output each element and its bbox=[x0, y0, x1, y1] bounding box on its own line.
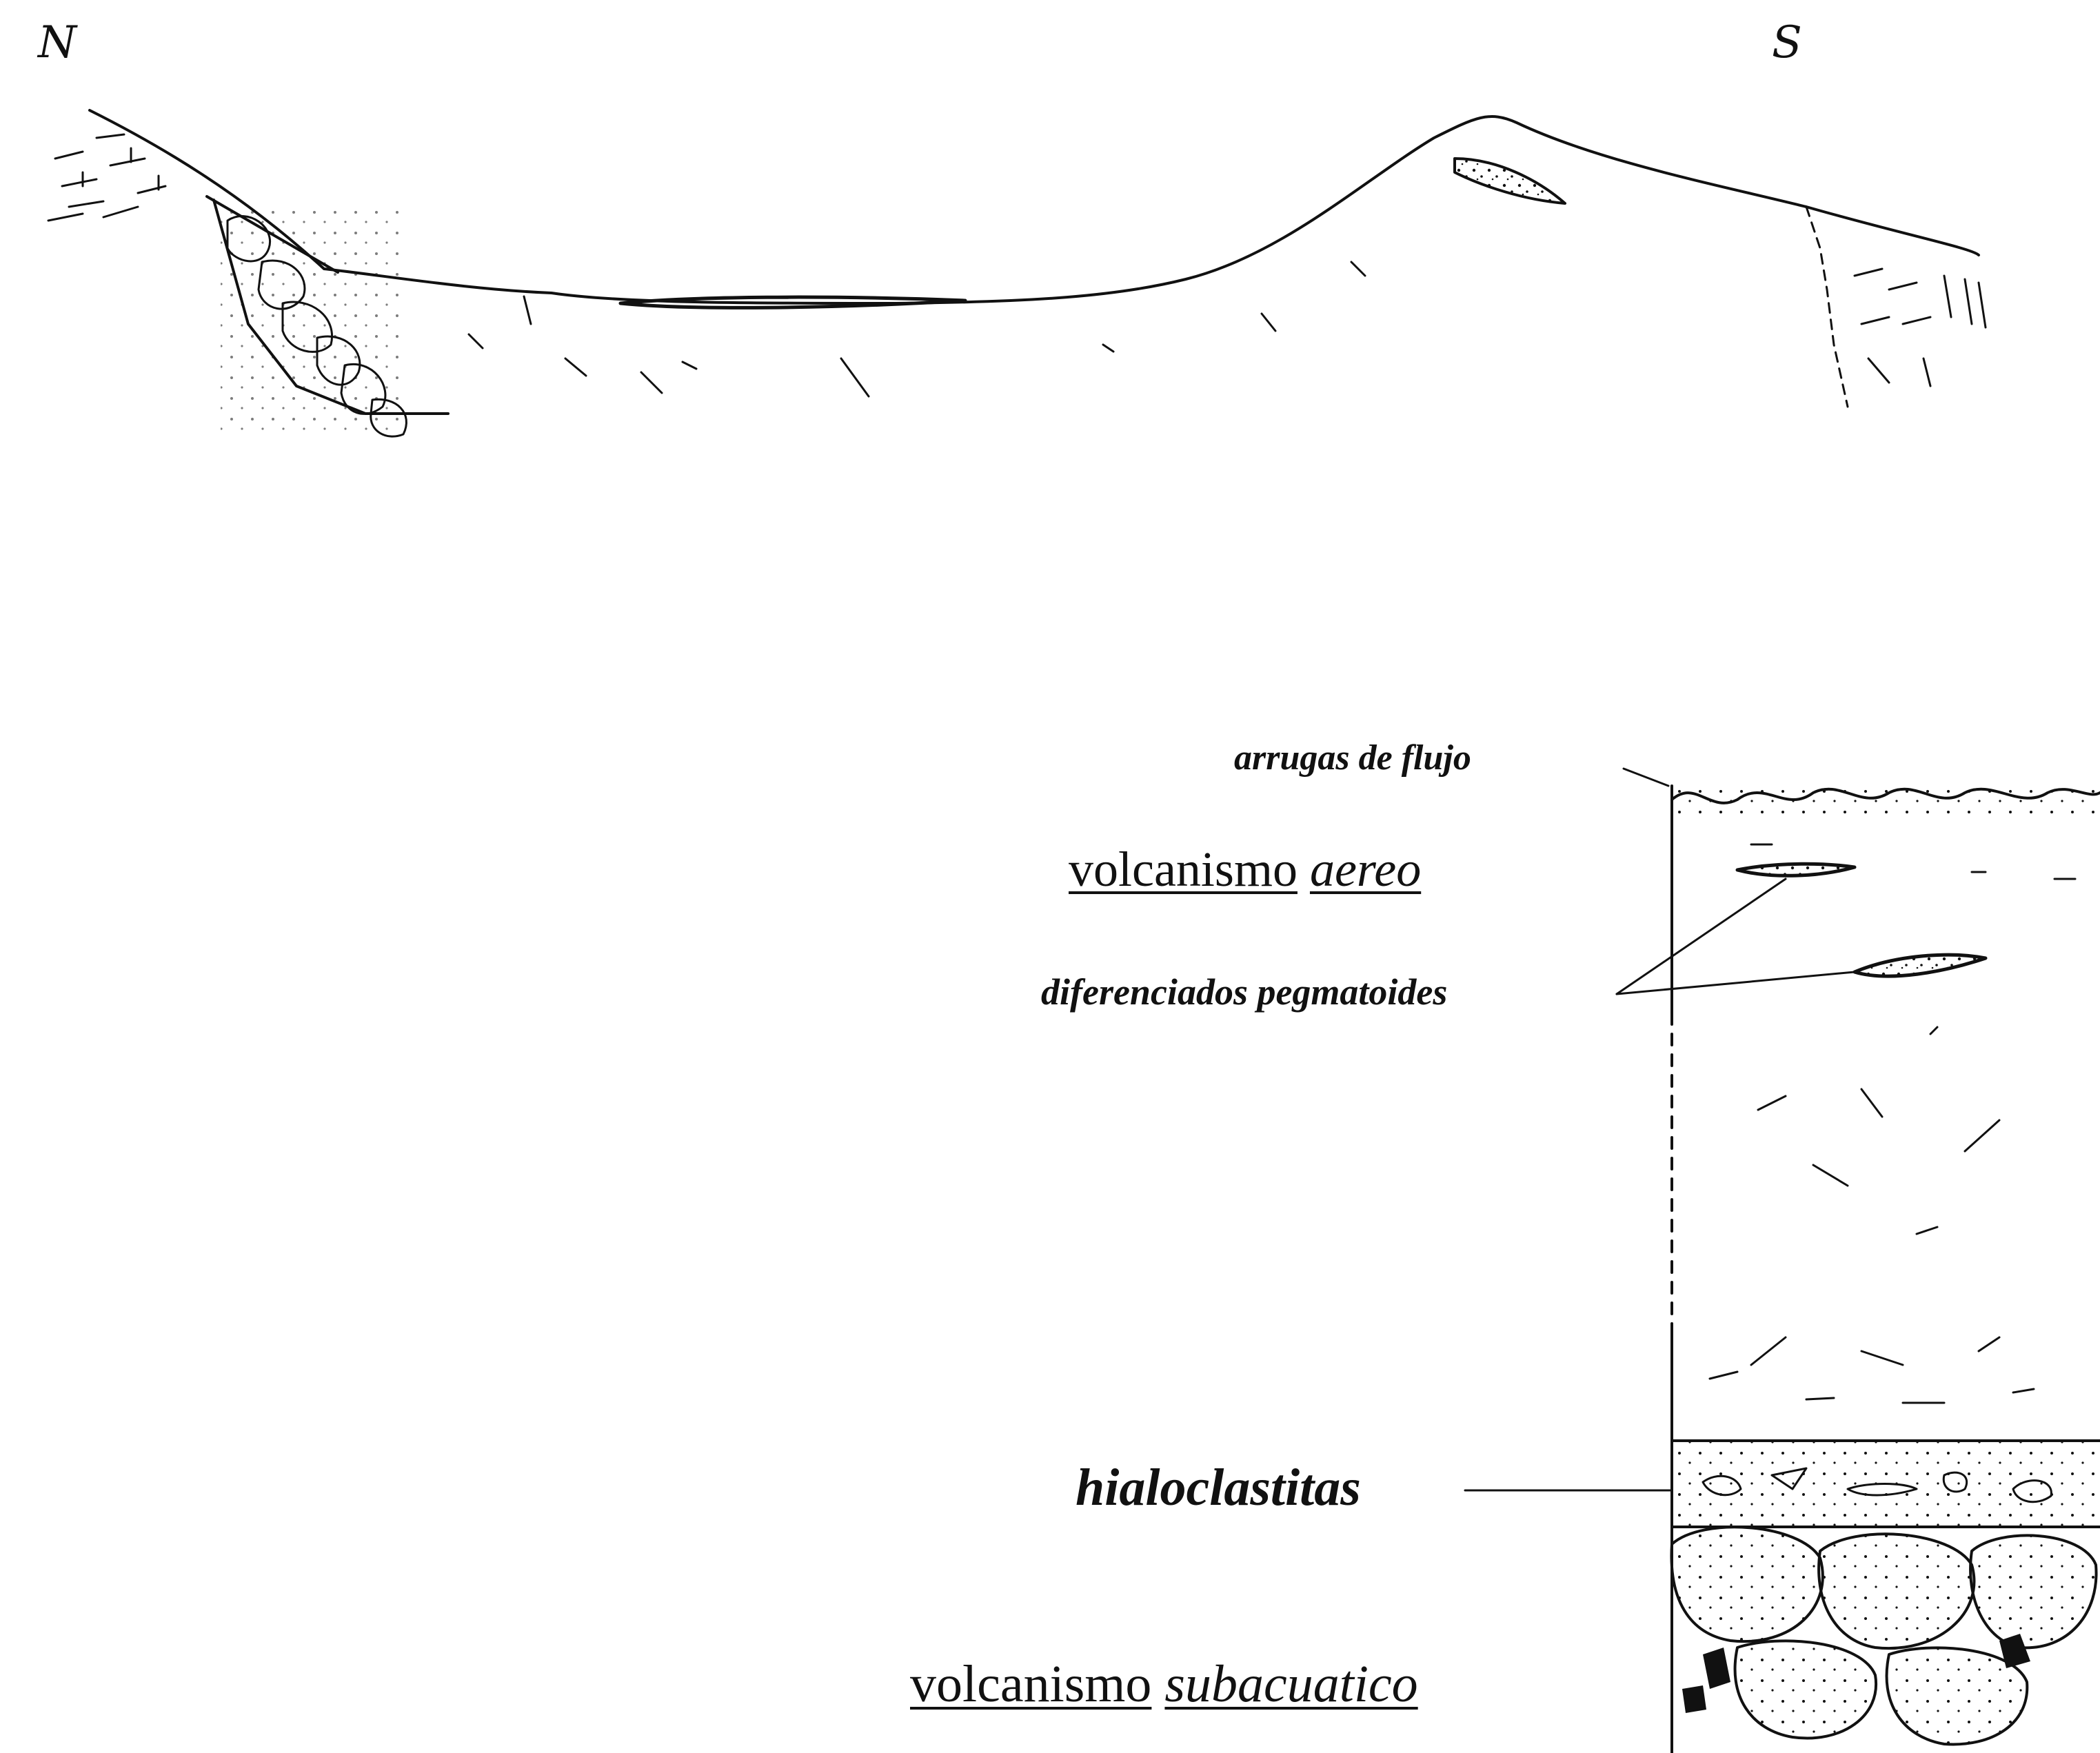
north-hatching bbox=[48, 134, 165, 221]
south-label: S bbox=[1772, 17, 1802, 68]
south-peak-lens bbox=[1455, 159, 1565, 203]
north-label: N bbox=[38, 17, 77, 68]
label-aerial-volcanism: volcanismo aereo bbox=[1069, 841, 1421, 898]
column-ticks bbox=[1710, 844, 2075, 1403]
pegmatoid-lens-2 bbox=[1855, 955, 1986, 976]
label-subaqueous-volcanism: volcanismo subacuatico bbox=[910, 1654, 1418, 1714]
aerial-volcanism-word-2: aereo bbox=[1310, 842, 1421, 897]
aerial-volcanism-word-1: volcanismo bbox=[1069, 842, 1298, 897]
label-hyaloclastites: hialoclastitas bbox=[1076, 1458, 1361, 1518]
leader-flow-wrinkles bbox=[1624, 769, 1668, 786]
leader-pegmatoid-1 bbox=[1617, 879, 1786, 994]
pillow-lavas bbox=[1671, 1527, 2096, 1744]
subaqueous-volcanism-word-1: volcanismo bbox=[910, 1655, 1151, 1713]
label-pegmatoid-differentiates: diferenciados pegmatoides bbox=[1041, 971, 1447, 1013]
leader-pegmatoid-2 bbox=[1617, 972, 1855, 994]
label-flow-wrinkles: arrugas de flujo bbox=[1234, 738, 1471, 778]
south-block bbox=[1806, 207, 1986, 407]
subaqueous-volcanism-word-2: subacuatico bbox=[1164, 1655, 1417, 1713]
profile-ticks bbox=[469, 262, 1365, 396]
pegmatoid-lens-1 bbox=[1737, 864, 1855, 875]
